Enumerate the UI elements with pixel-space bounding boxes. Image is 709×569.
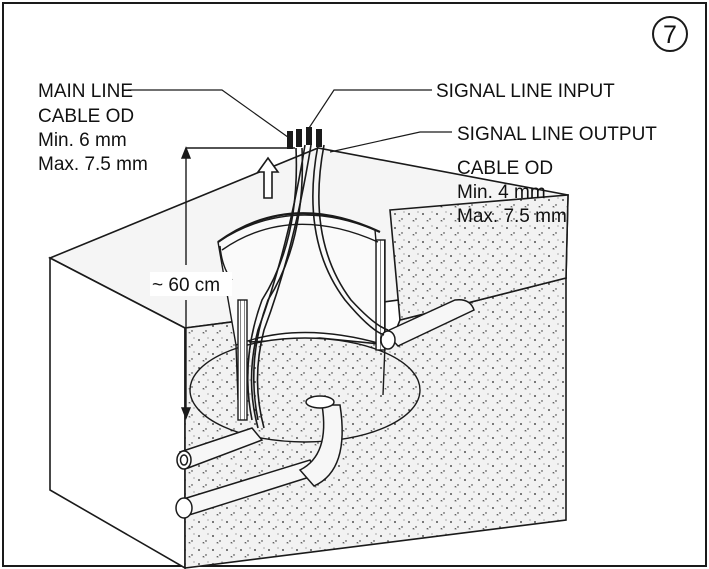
- depth-label: ~ 60 cm: [152, 275, 220, 296]
- signal-cable-label: CABLE OD Min. 4 mm Max. 7.5 mm: [457, 158, 567, 227]
- signal-cable-min: Min. 4 mm: [457, 182, 546, 203]
- signal-cable-od: CABLE OD: [457, 158, 553, 179]
- pull-direction-arrow: [256, 156, 280, 199]
- pipe-right-top: [383, 298, 475, 347]
- cable-signal-output: [312, 144, 385, 336]
- main-line-cable-od: CABLE OD: [38, 106, 134, 127]
- signal-input-label: SIGNAL LINE INPUT: [436, 81, 615, 102]
- pipe-elbow: [298, 404, 343, 487]
- depth-dimension: [180, 146, 295, 420]
- leader-main-line: [128, 89, 293, 141]
- pit-wall-right: [375, 239, 386, 351]
- step-badge: 7: [652, 16, 688, 52]
- main-line-title: MAIN LINE: [38, 81, 133, 102]
- leader-signal-input: [308, 89, 432, 129]
- cable-signal-input: [250, 144, 306, 429]
- main-line-min: Min. 6 mm: [38, 130, 127, 151]
- signal-output-label: SIGNAL LINE OUTPUT: [457, 124, 657, 145]
- pit-cavity: [189, 212, 421, 443]
- leader-lines: [128, 89, 452, 153]
- concrete-right-face: [389, 194, 569, 322]
- leader-signal-output: [329, 131, 452, 153]
- pit-wall-left: [237, 299, 248, 421]
- main-line-label: MAIN LINE CABLE OD Min. 6 mm Max. 7.5 mm: [38, 81, 148, 175]
- pit-collar: [217, 212, 381, 243]
- pipes: [175, 298, 475, 519]
- cables: [246, 144, 389, 429]
- pit-floor: [189, 337, 421, 443]
- signal-cable-max: Max. 7.5 mm: [457, 206, 567, 227]
- main-line-max: Max. 7.5 mm: [38, 154, 148, 175]
- depth-label-bg: [150, 272, 232, 296]
- step-number: 7: [663, 21, 677, 49]
